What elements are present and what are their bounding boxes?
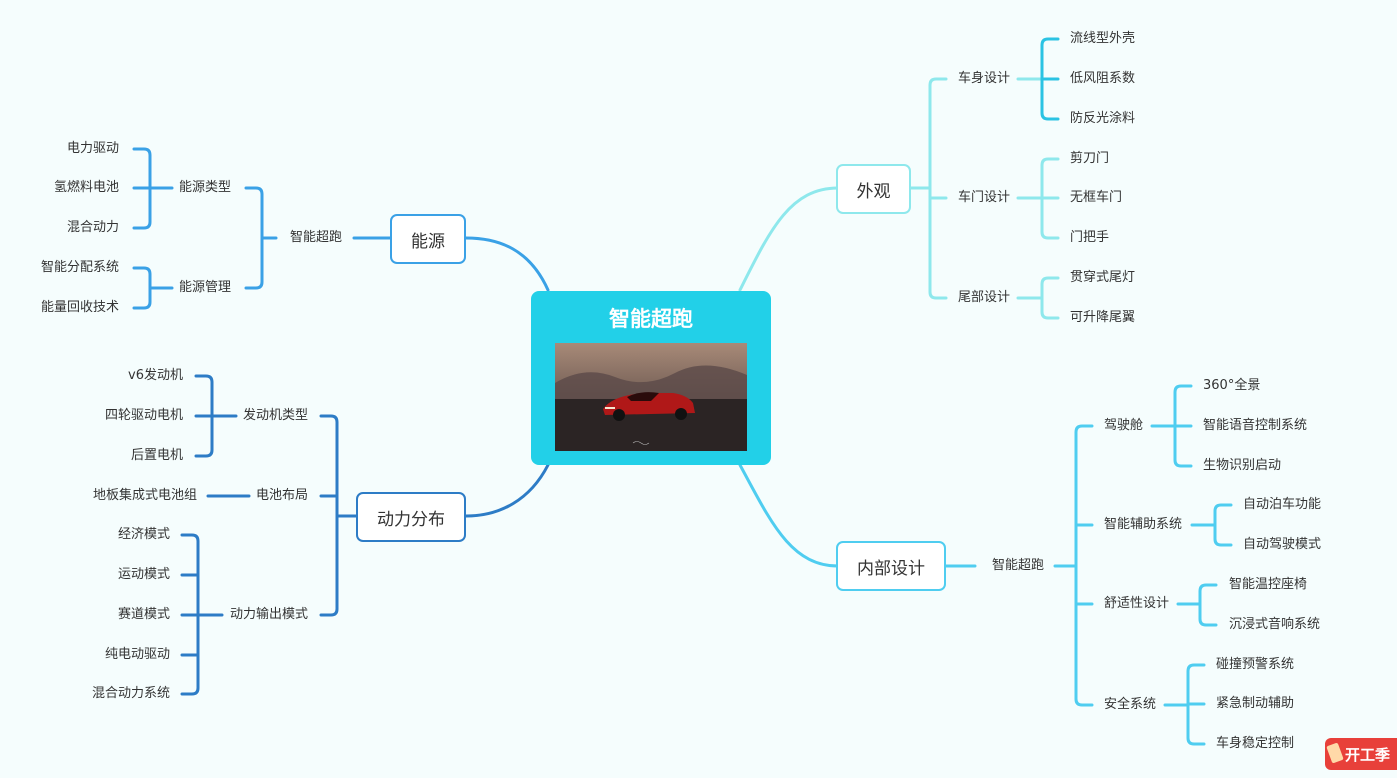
topic-energy[interactable]: 能源	[390, 214, 466, 264]
subtopic-power-1[interactable]: 电池布局	[255, 488, 308, 503]
leaf-power-0-1[interactable]: 四轮驱动电机	[104, 408, 183, 423]
leaf-interior-1-1[interactable]: 自动驾驶模式	[1243, 537, 1322, 552]
leaf-interior-2-0[interactable]: 智能温控座椅	[1229, 577, 1308, 592]
bracket-interior-items-3	[1186, 663, 1206, 746]
leaf-appearance-1-2[interactable]: 门把手	[1070, 230, 1110, 245]
bracket-interior-items-2	[1198, 583, 1218, 627]
leaf-power-2-1[interactable]: 运动模式	[117, 567, 170, 582]
connector-center-interior	[738, 463, 840, 568]
subtopic-interior-2[interactable]: 舒适性设计	[1104, 596, 1170, 611]
connector-center-power	[464, 463, 550, 518]
leaf-power-2-0[interactable]: 经济模式	[117, 527, 170, 542]
bracket-appearance-groups	[928, 77, 948, 300]
leaf-interior-3-1[interactable]: 紧急制动辅助	[1216, 696, 1295, 711]
bracket-energy-groups	[244, 186, 264, 290]
bracket-appearance-items-2	[1040, 276, 1060, 320]
bracket-interior-items-0	[1173, 384, 1193, 468]
supercar-photo	[555, 343, 747, 451]
leaf-power-0-0[interactable]: v6发动机	[128, 368, 183, 383]
leaf-power-2-3[interactable]: 纯电动驱动	[104, 647, 170, 662]
subtopic-appearance-1[interactable]: 车门设计	[958, 190, 1011, 205]
bracket-power-items-0	[194, 374, 214, 458]
leaf-interior-3-0[interactable]: 碰撞预警系统	[1216, 657, 1295, 672]
central-topic[interactable]: 智能超跑	[531, 291, 771, 465]
leaf-appearance-0-0[interactable]: 流线型外壳	[1070, 31, 1136, 46]
leaf-energy-0-1[interactable]: 氢燃料电池	[53, 180, 119, 195]
subtopic-appearance-2[interactable]: 尾部设计	[958, 290, 1011, 305]
leaf-power-2-4[interactable]: 混合动力系统	[91, 686, 170, 701]
topic-interior[interactable]: 内部设计	[836, 541, 946, 591]
flag-icon	[1326, 742, 1344, 764]
leaf-interior-1-0[interactable]: 自动泊车功能	[1243, 497, 1322, 512]
subtopic-power-0[interactable]: 发动机类型	[242, 408, 308, 423]
subtopic-energy-root[interactable]: 智能超跑	[289, 230, 342, 245]
central-topic-title: 智能超跑	[609, 307, 693, 331]
leaf-energy-0-2[interactable]: 混合动力	[66, 220, 119, 235]
leaf-interior-0-1[interactable]: 智能语音控制系统	[1203, 418, 1308, 433]
leaf-appearance-0-1[interactable]: 低风阻系数	[1070, 71, 1136, 86]
bracket-energy-items-1	[132, 266, 152, 310]
topic-power[interactable]: 动力分布	[356, 492, 466, 542]
subtopic-energy-1[interactable]: 能源管理	[178, 280, 231, 295]
bracket-power-items-2	[180, 533, 200, 696]
subtopic-interior-3[interactable]: 安全系统	[1104, 697, 1157, 712]
leaf-interior-2-1[interactable]: 沉浸式音响系统	[1229, 617, 1321, 632]
bracket-energy-items-0	[132, 147, 152, 230]
bracket-interior-groups	[1074, 424, 1094, 707]
subtopic-interior-root[interactable]: 智能超跑	[992, 558, 1045, 573]
subtopic-power-2[interactable]: 动力输出模式	[229, 607, 308, 622]
leaf-power-0-2[interactable]: 后置电机	[130, 448, 183, 463]
subtopic-interior-0[interactable]: 驾驶舱	[1104, 418, 1144, 433]
leaf-energy-1-0[interactable]: 智能分配系统	[40, 260, 119, 275]
promo-badge-text: 开工季	[1345, 745, 1391, 764]
leaf-power-1-0[interactable]: 地板集成式电池组	[92, 488, 197, 503]
leaf-interior-0-2[interactable]: 生物识别启动	[1203, 458, 1282, 473]
leaf-appearance-0-2[interactable]: 防反光涂料	[1070, 111, 1136, 126]
leaf-energy-1-1[interactable]: 能量回收技术	[40, 300, 119, 315]
connector-center-energy	[464, 236, 550, 292]
bracket-interior-items-1	[1213, 503, 1233, 547]
bracket-appearance-items-1	[1040, 157, 1060, 240]
leaf-energy-0-0[interactable]: 电力驱动	[66, 141, 119, 156]
subtopic-appearance-0[interactable]: 车身设计	[958, 71, 1011, 86]
topic-appearance[interactable]: 外观	[836, 164, 911, 214]
leaf-power-2-2[interactable]: 赛道模式	[117, 607, 170, 622]
promo-badge[interactable]: 开工季	[1325, 738, 1397, 770]
subtopic-interior-1[interactable]: 智能辅助系统	[1104, 517, 1183, 532]
connector-center-appearance	[738, 186, 840, 292]
leaf-appearance-2-1[interactable]: 可升降尾翼	[1070, 310, 1136, 325]
leaf-interior-0-0[interactable]: 360°全景	[1203, 378, 1261, 393]
leaf-appearance-1-1[interactable]: 无框车门	[1070, 190, 1123, 205]
bracket-appearance-items-0	[1040, 37, 1060, 121]
leaf-appearance-2-0[interactable]: 贯穿式尾灯	[1070, 270, 1136, 285]
leaf-interior-3-2[interactable]: 车身稳定控制	[1216, 736, 1295, 751]
subtopic-energy-0[interactable]: 能源类型	[178, 180, 231, 195]
bracket-power-groups	[319, 414, 339, 617]
leaf-appearance-1-0[interactable]: 剪刀门	[1070, 151, 1110, 166]
